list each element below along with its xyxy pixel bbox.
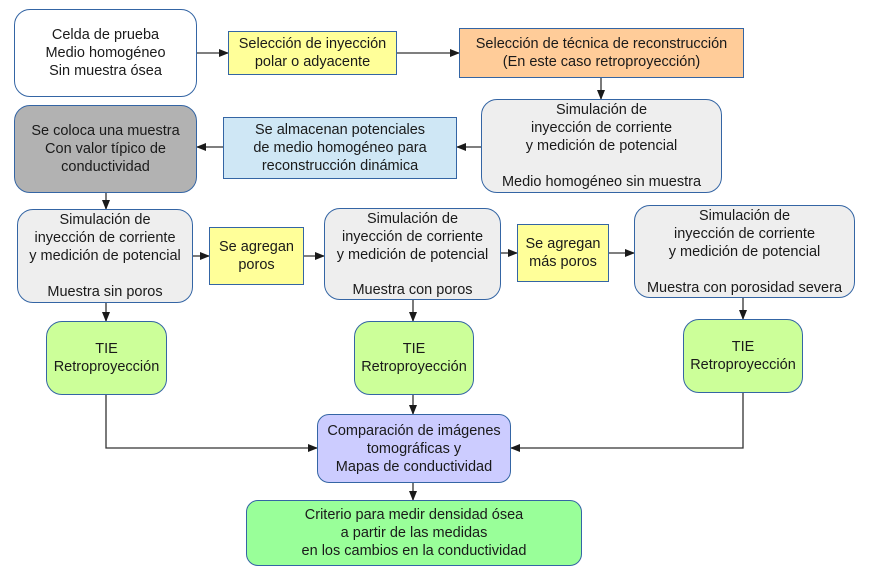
node-text: a partir de las medidas bbox=[340, 525, 488, 541]
node-text: inyección de corriente bbox=[530, 120, 673, 136]
node-text: Retroproyección bbox=[361, 359, 467, 375]
node-text: poros bbox=[238, 257, 275, 273]
node-text: en los cambios en la conductividad bbox=[301, 543, 527, 559]
node-text: inyección de corriente bbox=[341, 229, 484, 245]
node-sim-homogeneous: Simulación de inyección de corriente y m… bbox=[481, 99, 722, 193]
node-text: de medio homogéneo para bbox=[253, 140, 427, 156]
node-text: Se agregan bbox=[219, 239, 294, 255]
node-text: Medio homogéneo bbox=[45, 45, 166, 61]
edge-tie-1-to-comparison bbox=[105, 395, 318, 452]
node-text: Selección de inyección bbox=[238, 36, 387, 52]
node-sim-severe: Simulación de inyección de corriente y m… bbox=[634, 205, 855, 298]
node-text: Se agregan bbox=[525, 236, 601, 252]
edge-tie-3-to-comparison bbox=[510, 393, 744, 452]
node-text: Se almacenan potenciales bbox=[254, 122, 426, 138]
node-text: Simulación de bbox=[555, 102, 648, 118]
node-tie-1: TIE Retroproyección bbox=[46, 321, 167, 395]
node-text: Simulación de bbox=[366, 211, 459, 227]
node-text: Retroproyección bbox=[690, 357, 796, 373]
node-tie-2: TIE Retroproyección bbox=[354, 321, 474, 395]
node-text: Sin muestra ósea bbox=[49, 63, 162, 79]
node-text: reconstrucción dinámica bbox=[261, 158, 419, 174]
node-text: Se coloca una muestra bbox=[31, 123, 180, 139]
node-test-cell: Celda de prueba Medio homogéneo Sin mues… bbox=[14, 9, 197, 97]
node-text: Mapas de conductividad bbox=[335, 458, 493, 475]
node-text: inyección de corriente bbox=[673, 226, 816, 242]
node-text: TIE bbox=[402, 341, 426, 357]
node-text: Selección de técnica de reconstrucción bbox=[475, 36, 728, 52]
node-add-more-pores: Se agregan más poros bbox=[517, 224, 609, 282]
node-reconstruction-selection: Selección de técnica de reconstrucción (… bbox=[459, 28, 744, 78]
node-text: Simulación de bbox=[59, 212, 151, 228]
node-text: más poros bbox=[529, 254, 597, 270]
node-caption: Muestra sin poros bbox=[47, 284, 163, 300]
node-text: Retroproyección bbox=[53, 359, 160, 375]
node-text: y medición de potencial bbox=[29, 248, 181, 264]
node-text: polar o adyacente bbox=[254, 54, 371, 70]
node-text: y medición de potencial bbox=[336, 247, 489, 263]
node-add-pores: Se agregan poros bbox=[209, 227, 304, 285]
node-text: tomográficas y bbox=[366, 440, 462, 457]
node-place-sample: Se coloca una muestra Con valor típico d… bbox=[14, 105, 197, 193]
node-text: Simulación de bbox=[698, 208, 791, 224]
node-text: TIE bbox=[731, 339, 755, 355]
node-sim-pores: Simulación de inyección de corriente y m… bbox=[324, 208, 501, 300]
node-sim-no-pores: Simulación de inyección de corriente y m… bbox=[17, 209, 193, 303]
node-text: inyección de corriente bbox=[34, 230, 176, 246]
node-text: y medición de potencial bbox=[525, 138, 678, 154]
node-text: Comparación de imágenes bbox=[327, 422, 501, 439]
node-text: Con valor típico de bbox=[45, 141, 166, 157]
node-criterion: Criterio para medir densidad ósea a part… bbox=[246, 500, 582, 566]
node-text: y medición de potencial bbox=[668, 244, 821, 260]
node-caption: Medio homogéneo sin muestra bbox=[501, 174, 702, 190]
node-text: (En este caso retroproyección) bbox=[502, 54, 701, 70]
node-caption: Muestra con poros bbox=[352, 282, 473, 298]
node-injection-selection: Selección de inyección polar o adyacente bbox=[228, 31, 397, 75]
node-comparison: Comparación de imágenes tomográficas y M… bbox=[317, 414, 511, 483]
node-text: Criterio para medir densidad ósea bbox=[304, 507, 524, 523]
node-text: TIE bbox=[95, 341, 118, 357]
node-text: conductividad bbox=[61, 159, 150, 175]
node-caption: Muestra con porosidad severa bbox=[646, 280, 843, 296]
node-store-potentials: Se almacenan potenciales de medio homogé… bbox=[223, 117, 457, 179]
node-tie-3: TIE Retroproyección bbox=[683, 319, 803, 393]
node-text: Celda de prueba bbox=[51, 27, 160, 43]
